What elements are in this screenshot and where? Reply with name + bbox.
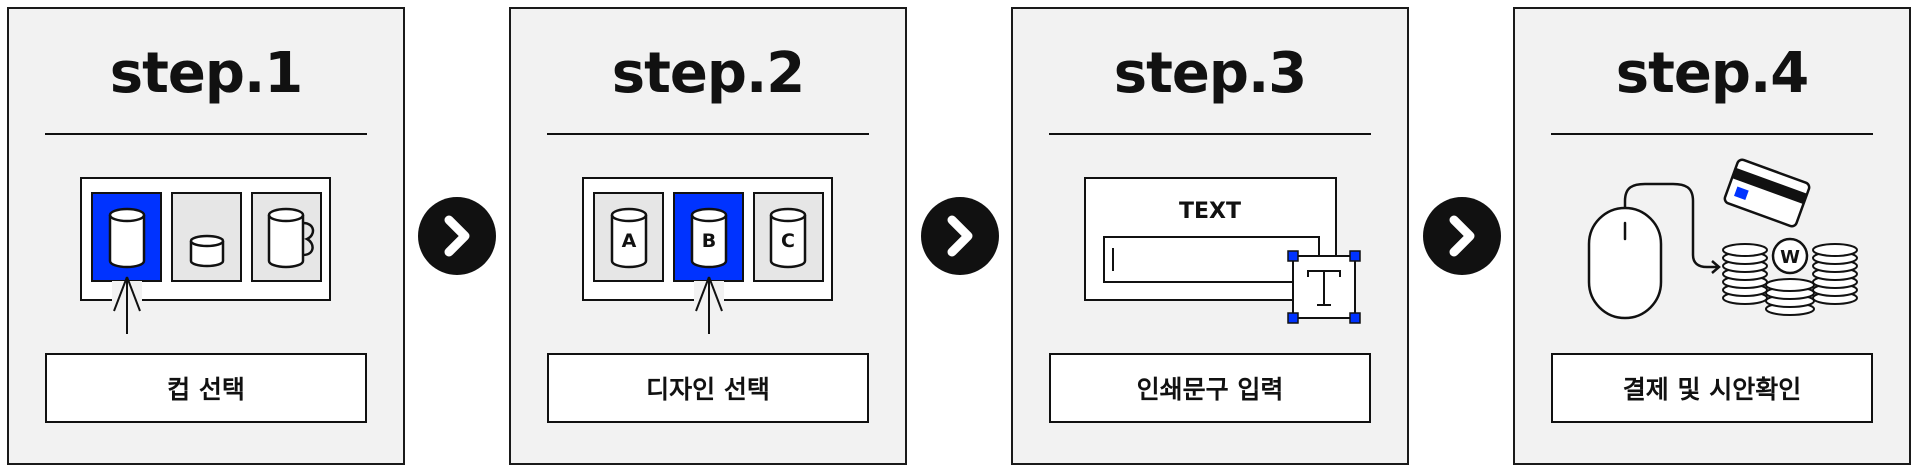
chevron-right-icon (921, 197, 999, 275)
design-selection-illustration: A B C (582, 177, 833, 334)
step-4-divider (1551, 133, 1873, 135)
cup-option-short[interactable] (171, 192, 242, 282)
coin-stack-icon: W (1722, 237, 1858, 316)
step-2-divider (547, 133, 869, 135)
step-1-divider (45, 133, 367, 135)
text-tool-icon[interactable] (1287, 250, 1361, 324)
design-option-b-label: B (702, 230, 716, 252)
sample-text-label: TEXT (1179, 199, 1241, 224)
cup-option-tall-selected[interactable] (91, 192, 162, 282)
cup-selection-illustration (80, 177, 331, 334)
step-4-caption-box: 결제 및 시안확인 (1551, 353, 1873, 423)
text-input-field[interactable] (1103, 236, 1320, 283)
step-4-caption: 결제 및 시안확인 (1622, 375, 1802, 404)
text-input-illustration: TEXT (1084, 177, 1361, 324)
credit-card-icon (1723, 158, 1811, 228)
chevron-right-icon (418, 197, 496, 275)
step-4-panel: step.4 (1513, 7, 1911, 465)
short-cup-icon (189, 234, 225, 268)
step-1-title: step.1 (109, 41, 303, 106)
design-option-c-label: C (781, 230, 795, 252)
design-option-a-label: A (622, 230, 637, 252)
mouse-icon (1587, 182, 1721, 320)
step-3-title: step.3 (1113, 41, 1307, 106)
step-1-caption: 컵 선택 (167, 375, 245, 404)
mug-icon (267, 207, 315, 269)
step-3-panel: step.3 TEXT 인쇄문구 입력 (1011, 7, 1409, 465)
design-option-a[interactable]: A (593, 192, 664, 282)
design-option-b-selected[interactable]: B (673, 192, 744, 282)
chevron-right-icon (1423, 197, 1501, 275)
pointer-arrow-icon (694, 276, 724, 334)
step-4-title: step.4 (1615, 41, 1809, 106)
design-option-c[interactable]: C (753, 192, 824, 282)
step-3-caption: 인쇄문구 입력 (1136, 375, 1284, 404)
step-2-panel: step.2 A B C 디자인 선택 (509, 7, 907, 465)
step-1-caption-box: 컵 선택 (45, 353, 367, 423)
payment-illustration: W (1587, 158, 1858, 320)
step-3-caption-box: 인쇄문구 입력 (1049, 353, 1371, 423)
cup-option-mug[interactable] (251, 192, 322, 282)
step-3-divider (1049, 133, 1371, 135)
step-2-caption-box: 디자인 선택 (547, 353, 869, 423)
coin-symbol: W (1780, 247, 1800, 268)
pointer-arrow-icon (112, 276, 142, 334)
step-2-caption: 디자인 선택 (646, 375, 770, 404)
step-1-panel: step.1 (7, 7, 405, 465)
step-2-title: step.2 (611, 41, 805, 106)
cylinder-cup-icon (108, 207, 146, 269)
